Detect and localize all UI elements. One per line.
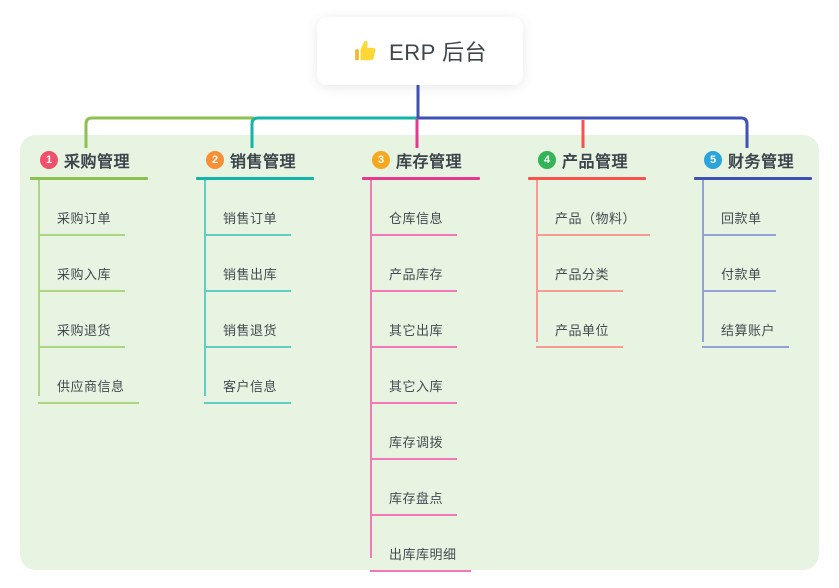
child-node[interactable]: 销售订单 bbox=[204, 180, 292, 236]
branch-4-label: 产品管理 bbox=[562, 154, 629, 171]
branch-3-title[interactable]: 3 库存管理 bbox=[362, 148, 522, 172]
child-node[interactable]: 销售出库 bbox=[204, 236, 292, 292]
branch-5-child-line bbox=[702, 180, 704, 342]
branch-1-number-badge: 1 bbox=[40, 151, 58, 169]
branch-1-title[interactable]: 1 采购管理 bbox=[30, 148, 190, 172]
child-node[interactable]: 采购订单 bbox=[38, 180, 126, 236]
branch-inventory: 3 库存管理 仓库信息 产品库存 其它出库 其它入库 库存调拨 库存盘点 出库库… bbox=[362, 148, 522, 572]
branch-4-children: 产品（物料） 产品分类 产品单位 bbox=[528, 180, 688, 348]
branch-4-underline bbox=[528, 177, 646, 180]
child-node[interactable]: 回款单 bbox=[702, 180, 776, 236]
branch-2-underline bbox=[196, 177, 314, 180]
child-node[interactable]: 客户信息 bbox=[204, 348, 292, 404]
branch-1-underline bbox=[30, 177, 148, 180]
child-node[interactable]: 采购入库 bbox=[38, 236, 126, 292]
branch-2-children: 销售订单 销售出库 销售退货 客户信息 bbox=[196, 180, 356, 404]
branch-2-child-line bbox=[204, 180, 206, 396]
child-node[interactable]: 产品分类 bbox=[536, 236, 624, 292]
child-node[interactable]: 产品库存 bbox=[370, 236, 458, 292]
child-node[interactable]: 出库库明细 bbox=[370, 516, 471, 572]
root-node-title: ERP 后台 bbox=[389, 40, 487, 65]
child-node[interactable]: 产品（物料） bbox=[536, 180, 651, 236]
branch-2-title[interactable]: 2 销售管理 bbox=[196, 148, 356, 172]
child-node[interactable]: 结算账户 bbox=[702, 292, 790, 348]
child-node[interactable]: 其它入库 bbox=[370, 348, 458, 404]
child-node[interactable]: 产品单位 bbox=[536, 292, 624, 348]
child-node[interactable]: 付款单 bbox=[702, 236, 776, 292]
branch-purchase: 1 采购管理 采购订单 采购入库 采购退货 供应商信息 bbox=[30, 148, 190, 404]
branch-product: 4 产品管理 产品（物料） 产品分类 产品单位 bbox=[528, 148, 688, 348]
branch-3-number-badge: 3 bbox=[372, 151, 390, 169]
child-node[interactable]: 销售退货 bbox=[204, 292, 292, 348]
branch-finance: 5 财务管理 回款单 付款单 结算账户 bbox=[694, 148, 839, 348]
branch-5-children: 回款单 付款单 结算账户 bbox=[694, 180, 839, 348]
branch-2-label: 销售管理 bbox=[230, 154, 297, 171]
branch-3-underline bbox=[362, 177, 480, 180]
branch-5-underline bbox=[694, 177, 812, 180]
branch-5-title[interactable]: 5 财务管理 bbox=[694, 148, 839, 172]
child-node[interactable]: 仓库信息 bbox=[370, 180, 458, 236]
branch-4-title[interactable]: 4 产品管理 bbox=[528, 148, 688, 172]
child-node[interactable]: 采购退货 bbox=[38, 292, 126, 348]
thumbs-up-icon bbox=[355, 40, 376, 61]
branch-5-number-badge: 5 bbox=[704, 151, 722, 169]
root-node[interactable]: ERP 后台 bbox=[317, 17, 523, 85]
child-node[interactable]: 库存盘点 bbox=[370, 460, 458, 516]
branch-sales: 2 销售管理 销售订单 销售出库 销售退货 客户信息 bbox=[196, 148, 356, 404]
branch-3-label: 库存管理 bbox=[396, 154, 463, 171]
branch-1-children: 采购订单 采购入库 采购退货 供应商信息 bbox=[30, 180, 190, 404]
mindmap-canvas-panel bbox=[20, 135, 819, 570]
branch-1-child-line bbox=[38, 180, 40, 396]
branch-3-children: 仓库信息 产品库存 其它出库 其它入库 库存调拨 库存盘点 出库库明细 bbox=[362, 180, 522, 572]
branch-3-child-line bbox=[370, 180, 372, 558]
branch-1-label: 采购管理 bbox=[64, 154, 131, 171]
branch-2-number-badge: 2 bbox=[206, 151, 224, 169]
child-node[interactable]: 供应商信息 bbox=[38, 348, 139, 404]
branch-4-child-line bbox=[536, 180, 538, 342]
child-node[interactable]: 库存调拨 bbox=[370, 404, 458, 460]
branch-4-number-badge: 4 bbox=[538, 151, 556, 169]
branch-5-label: 财务管理 bbox=[728, 154, 795, 171]
child-node[interactable]: 其它出库 bbox=[370, 292, 458, 348]
